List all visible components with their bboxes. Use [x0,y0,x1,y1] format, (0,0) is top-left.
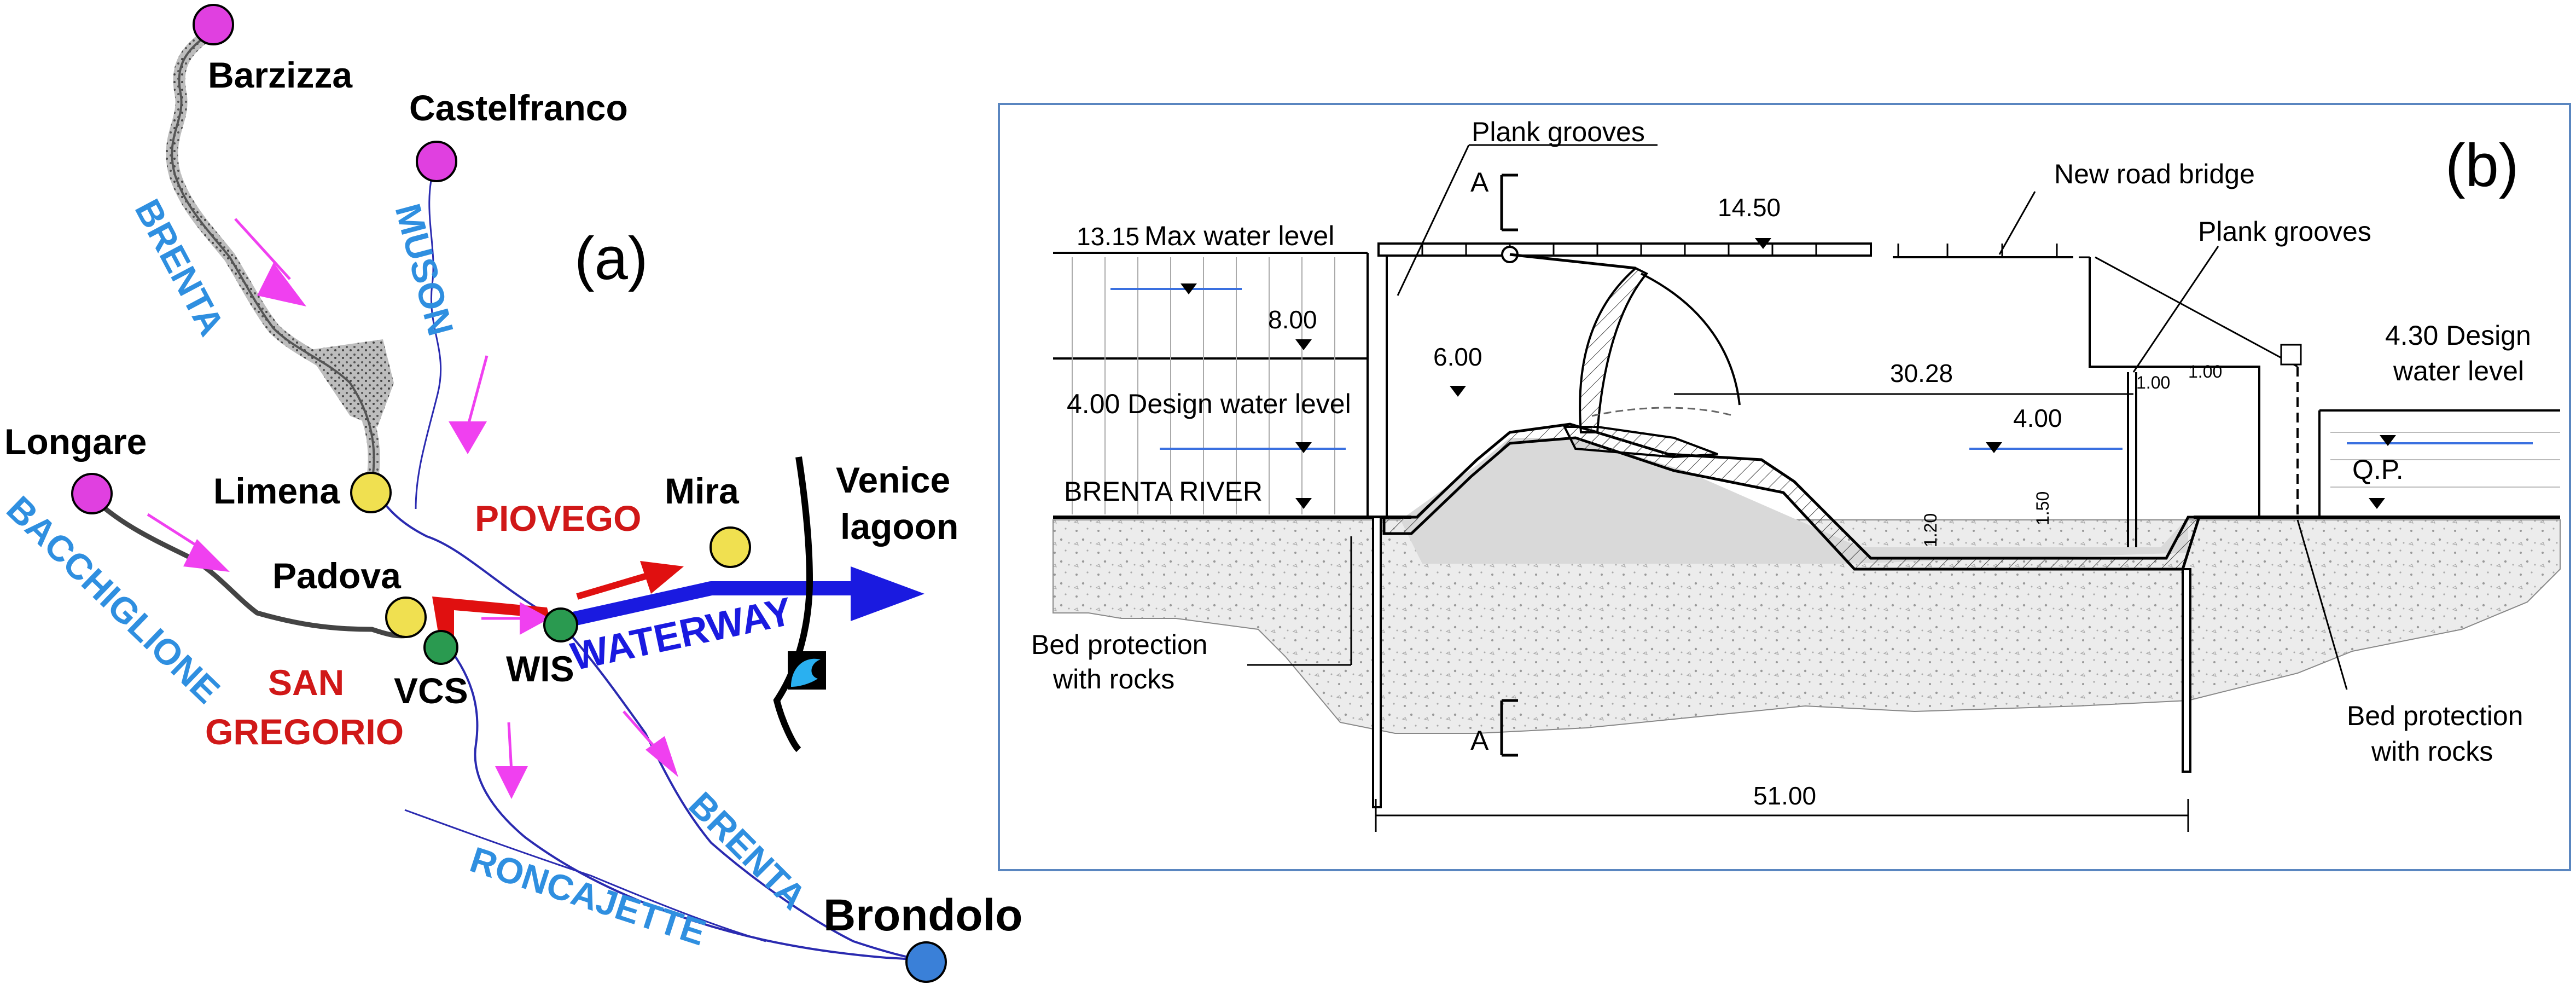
design-water-level-left: 4.00 Design water level [1067,389,1351,419]
design-water-level-right-2: water level [2393,356,2524,386]
barzizza-label: Barzizza [208,55,353,95]
castelfranco-node [416,141,457,182]
padova-label: Padova [272,555,402,596]
padova-node [385,597,427,638]
weir-fill [1400,438,2188,564]
wis-label: WIS [506,649,574,689]
total-length-value: 51.00 [1753,781,1816,810]
wis-node [543,607,578,642]
lagoon-coastline [773,456,813,752]
panel-b-section: (b) [998,103,2571,871]
brenta-upper-river [166,27,394,483]
sheet-pile-left [1372,516,1382,808]
bridge-deck-ticks [1421,244,1817,256]
bed-protection-left-1: Bed protection [1031,629,1207,660]
bed-protection-left-2: with rocks [1053,664,1174,694]
flow-arrow-roncajette [507,722,513,772]
roncajette-branch [404,809,766,942]
mira-label: Mira [665,471,740,511]
mira-node [710,526,751,568]
plank-grooves-right: Plank grooves [2198,216,2371,247]
bridge-deck-level: 14.50 [1718,193,1781,222]
section-marker-top [1500,173,1518,231]
panel-a-label: (a) [574,225,648,292]
vcs-label: VCS [394,670,468,711]
brenta-lower-river [560,623,925,962]
max-water-level-label: Max water level [1144,221,1334,251]
muson-label: MUSON [387,199,461,339]
gate-arm [1509,253,1636,270]
right-abutment [2089,257,2260,517]
qp-label: Q.P. [2352,454,2404,485]
roncajette-label: RONCAJETTE [466,839,711,953]
panel-b-label: (b) [2445,132,2519,199]
lagoon-label: lagoon [840,506,958,547]
gate-radius [1641,273,1741,406]
dim-100-a: 1.00 [2136,373,2170,392]
bacchiglione-river [88,493,411,639]
design-water-level-right-1: 4.30 Design [2385,320,2531,351]
waterway-arrowhead [851,566,924,621]
bed-protection-right-2: with rocks [2371,736,2493,767]
brondolo-node [905,941,947,983]
san-label: SAN [268,662,344,703]
waterway-channel [562,581,864,628]
brenta-upper-label: BRENTA [127,193,232,342]
gate-ghost [1591,407,1735,417]
dim-100-b: 1.00 [2188,362,2222,381]
flow-arrow-muson [466,355,489,427]
wave-icon [788,651,826,690]
leader-lines [1247,144,2348,690]
level-8-value: 8.00 [1268,305,1317,334]
bacchiglione-label: BACCHIGLIONE [0,488,228,711]
level-6-value: 6.00 [1433,343,1482,371]
limena-label: Limena [213,471,340,511]
mira-arrowhead [640,561,684,594]
weir-concrete [1382,422,2201,571]
level-4-value: 4.00 [2013,404,2062,432]
plank-grooves-left: Plank grooves [1472,117,1645,147]
brenta-river-label: BRENTA RIVER [1064,476,1263,507]
brondolo-label: Brondolo [823,890,1022,940]
bed-protection-right-1: Bed protection [2347,700,2523,731]
longare-node [71,473,113,514]
piovego-label: PIOVEGO [475,498,641,539]
dim-150: 1.50 [2033,491,2052,525]
mira-arrow-shaft [576,571,652,600]
bridge-deck [1377,242,1872,257]
section-marker-bottom [1500,699,1518,757]
sector-gate [1579,267,1649,433]
section-a-bottom-label: A [1470,725,1489,756]
limena-node [350,472,392,513]
longare-label: Longare [4,421,147,462]
muson-river [415,164,442,510]
panel-a-map: (a) Barzizza Castelfranco Longare Limena… [0,4,1022,983]
level-markers [1181,238,2396,509]
flow-arrows [147,218,678,799]
gregorio-label: GREGORIO [205,711,404,752]
dim-120: 1.20 [1921,513,1940,547]
venice-label: Venice [836,460,950,500]
water-hatch-right [2330,432,2560,488]
castelfranco-label: Castelfranco [409,88,628,128]
new-road-bridge-label: New road bridge [2054,159,2255,189]
right-abutment-slope [2095,256,2298,368]
brenta-lower-label: BRENTA [681,784,814,917]
right-railing [2280,344,2302,366]
section-a-top-label: A [1470,167,1489,198]
roncajette-river [442,639,936,962]
flow-arrow-brenta-upper [234,218,291,280]
max-level-value: 13.15 [1077,222,1139,251]
waterway-label: WATERWAY [567,589,796,679]
length-3028-value: 30.28 [1890,359,1953,387]
vcs-node [423,630,458,665]
water-hatch-left [1072,257,1335,514]
sheet-pile-right [2182,568,2191,773]
barzizza-node [193,4,234,45]
dimension-51 [1375,799,2189,832]
